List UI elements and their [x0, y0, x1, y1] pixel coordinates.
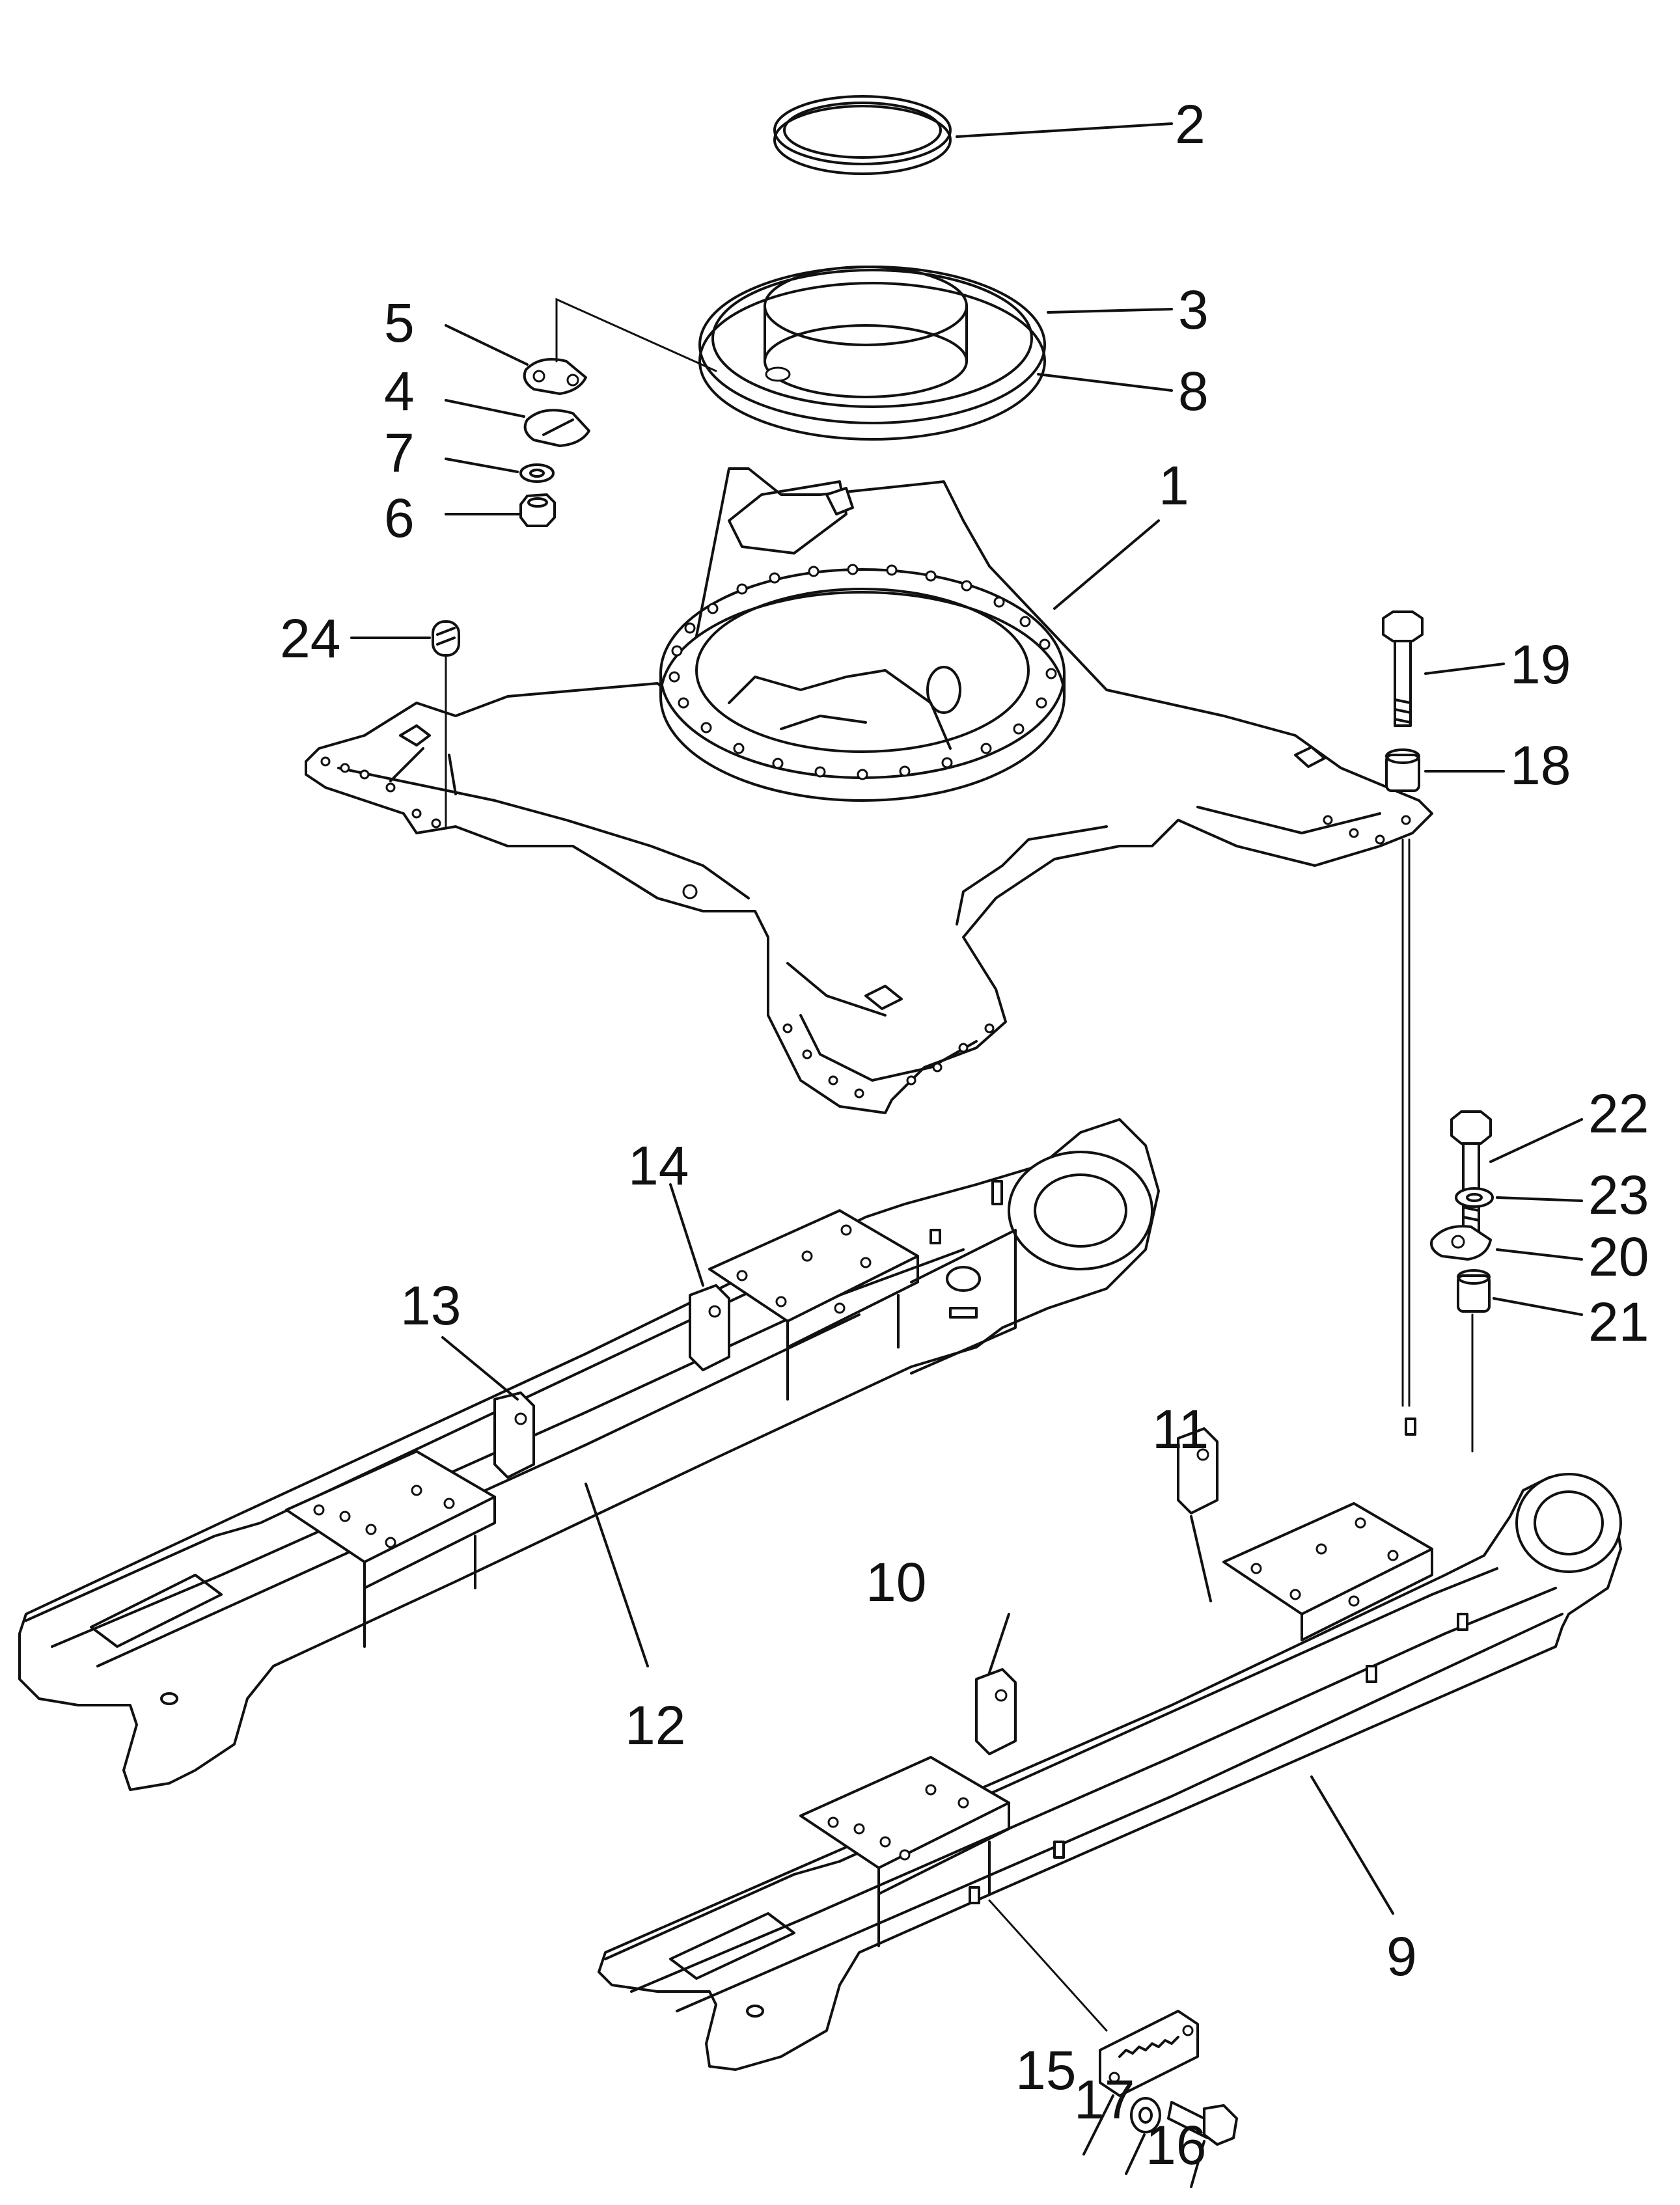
part-17-washer	[1130, 2097, 1161, 2133]
part-19-bolt	[1382, 610, 1424, 727]
callout-3: 3	[1178, 279, 1209, 340]
part-22-bolt	[1450, 1110, 1492, 1233]
part-1-center-frame	[305, 467, 1433, 1114]
callout-13: 13	[400, 1275, 461, 1336]
callout-6: 6	[384, 487, 415, 549]
part-16-bolt	[1167, 2101, 1238, 2146]
part-2-ring	[773, 95, 952, 175]
callout-12: 12	[625, 1695, 685, 1756]
part-21-spacer	[1457, 1269, 1491, 1313]
callout-14: 14	[628, 1135, 689, 1196]
callout-labels: 2 3 8 5 4 7 6 1 24 19 18 22 23 20 21 14 …	[280, 94, 1649, 2176]
callout-23: 23	[1588, 1164, 1649, 1226]
callout-7: 7	[384, 422, 415, 484]
swing-circle-holes	[668, 564, 1057, 780]
callout-10: 10	[866, 1552, 926, 1613]
front-pad-holes	[827, 1784, 969, 1861]
part-15-plate	[1099, 2010, 1199, 2097]
part-6-nut	[519, 493, 556, 527]
callout-21: 21	[1588, 1291, 1649, 1352]
callout-24: 24	[280, 608, 340, 669]
frame-bolt-holes	[320, 756, 1411, 1099]
part-12-track-frame-left	[18, 1118, 1160, 1791]
callout-8: 8	[1178, 361, 1209, 422]
callout-9: 9	[1386, 1926, 1417, 1987]
part-5-plate	[523, 358, 587, 395]
callout-22: 22	[1588, 1083, 1649, 1144]
part-18-spacer	[1385, 748, 1420, 792]
part-23-washer	[1455, 1187, 1494, 1208]
callout-2: 2	[1175, 94, 1205, 155]
callout-20: 20	[1588, 1226, 1649, 1287]
part-24-pin	[432, 620, 460, 657]
callout-11: 11	[1152, 1399, 1209, 1460]
part-4-plate	[523, 409, 590, 447]
part-3-cover	[698, 266, 1046, 441]
right-pad-holes	[736, 1224, 872, 1314]
part-20-plate	[1430, 1225, 1492, 1261]
rear-pad-holes	[1250, 1517, 1399, 1607]
callout-19: 19	[1510, 634, 1571, 695]
part-7-washer	[519, 463, 555, 483]
callout-16: 16	[1146, 2115, 1206, 2176]
callout-15: 15	[1015, 2040, 1076, 2101]
assembly-line-5	[555, 297, 717, 372]
callout-17: 17	[1074, 2069, 1135, 2130]
left-pad-holes	[313, 1485, 455, 1548]
callout-5: 5	[384, 292, 415, 353]
callout-18: 18	[1510, 735, 1571, 796]
part-9-track-frame-right	[598, 1418, 1622, 2071]
callout-4: 4	[384, 361, 415, 422]
callout-1: 1	[1159, 455, 1189, 516]
assembly-line-15	[988, 1899, 1108, 2032]
leader-lines	[350, 122, 1583, 2188]
